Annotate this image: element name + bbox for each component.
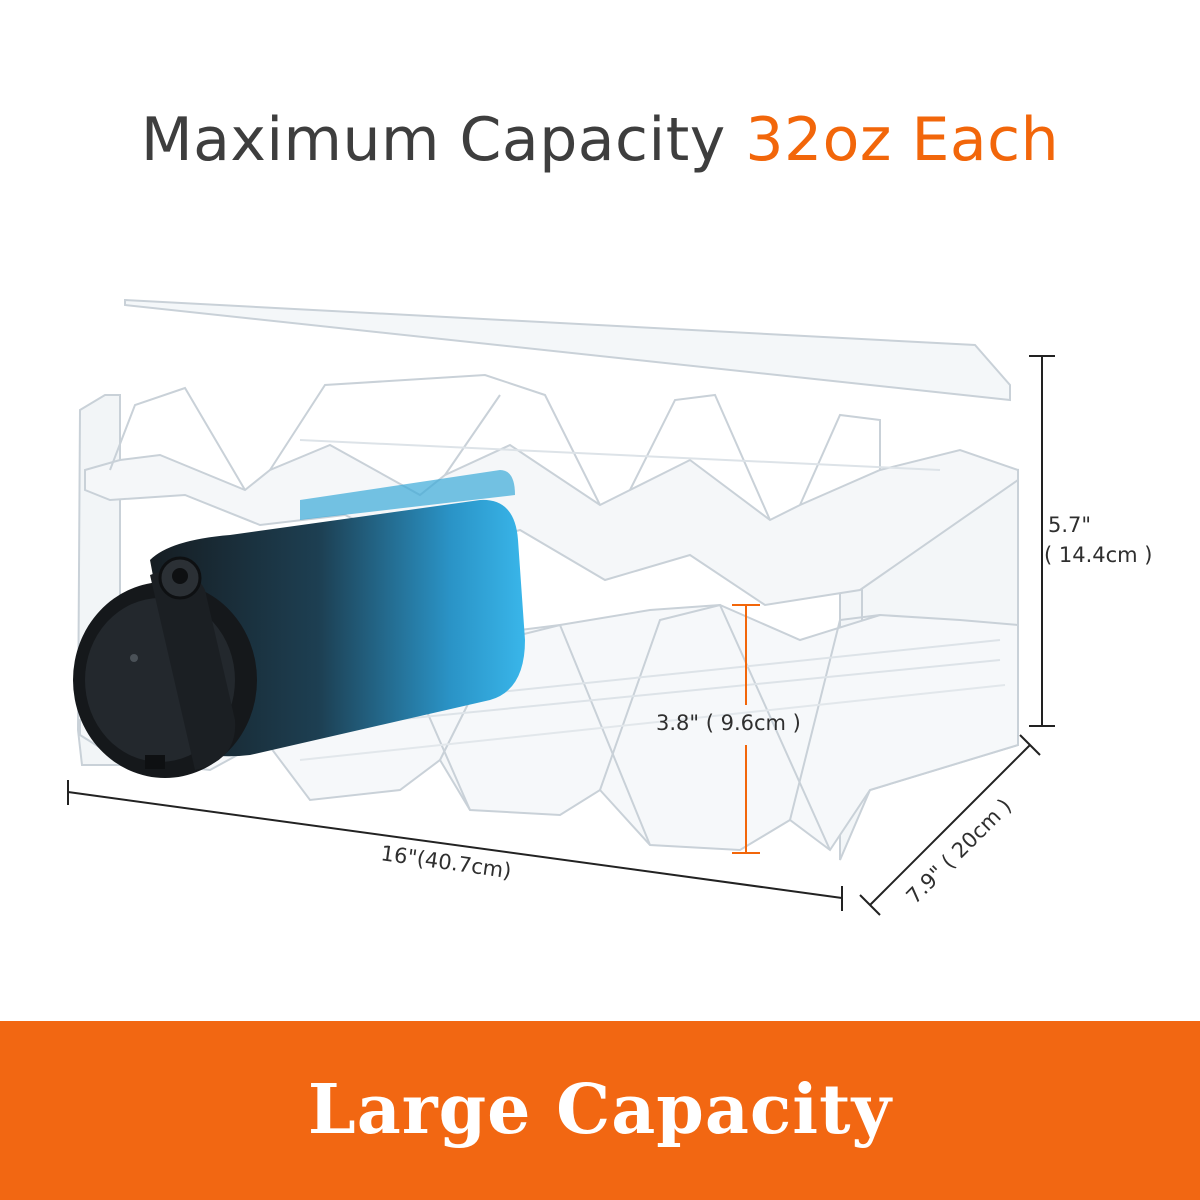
dimension-length (67, 780, 843, 911)
shelf-gap-label: 3.8" ( 9.6cm ) (656, 711, 801, 735)
dimension-height (1029, 355, 1055, 727)
banner-label: Large Capacity (307, 1070, 893, 1150)
footer-banner: Large Capacity (0, 1021, 1200, 1200)
page-title: Maximum Capacity 32oz Each (0, 105, 1200, 175)
height-label-in: 5.7" (1048, 513, 1091, 537)
dimension-depth (859, 734, 1041, 916)
title-accent: 32oz Each (745, 105, 1060, 175)
title-main: Maximum Capacity (140, 105, 726, 175)
dimension-shelf-gap (732, 604, 760, 854)
water-bottle (73, 470, 525, 778)
height-label-cm: ( 14.4cm ) (1044, 543, 1153, 567)
depth-label: 7.9" ( 20cm ) (902, 794, 1017, 909)
length-label: 16"(40.7cm) (379, 841, 513, 883)
